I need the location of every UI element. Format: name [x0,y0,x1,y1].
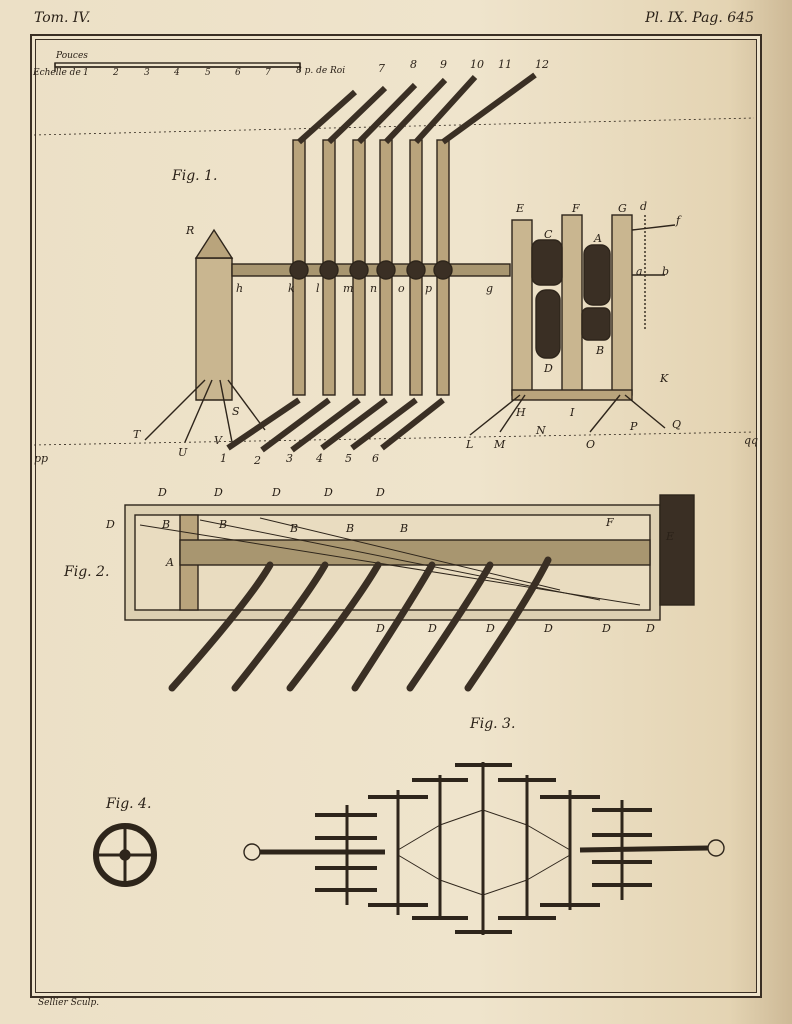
scale-tick: 2 [113,68,119,78]
tome-number: Tom. IV. [34,10,91,26]
fig2-letter: B [219,518,228,531]
scale-tick: 5 [205,68,211,78]
fig1-number: 8 [410,58,417,71]
scale-tick: 3 [144,68,150,78]
fig2-letter: D [602,622,611,635]
fig1-number: 3 [286,452,293,465]
fig1-letter: F [572,202,580,215]
fig1-number: 5 [345,452,352,465]
fig3-plan [243,762,725,935]
fig1-letter: b [662,265,670,278]
fig1-letter: m [343,282,354,295]
fig1-letter: Q [672,418,682,431]
scale-title: Pouces [56,51,88,61]
fig1-letter: H [516,406,526,419]
fig2-letter: E [666,530,675,543]
fig1-number: 7 [378,62,385,75]
fig2-frame [124,494,695,692]
fig2-letter: D [486,622,495,635]
fig2-letter: B [162,518,171,531]
fig1-letter: qq [744,434,759,447]
fig2-letter: D [106,518,115,531]
fig2-letter: B [346,522,355,535]
fig1-letter: C [544,228,553,241]
fig1-number: 6 [372,452,379,465]
fig2-letter: A [166,556,174,569]
fig1-letter: I [570,406,575,419]
fig1-letter: E [516,202,525,215]
engraver-credit: Sellier Sculp. [38,998,100,1008]
fig1-number: 1 [220,452,227,465]
fig1-letter: n [370,282,378,295]
plate-page-number: Pl. IX. Pag. 645 [645,10,754,26]
fig1-letter: L [466,438,474,451]
fig4-wheel [93,823,157,887]
scale-tick: 7 [265,68,271,78]
fig1-letter: g [486,282,494,295]
fig1-letter: B [596,344,605,357]
scale-end: 8 p. de Roi [296,66,346,76]
guide-line-top [33,117,755,136]
fig1-letter: l [316,282,320,295]
fig2-letter: F [606,516,614,529]
scale-tick: 1 [83,68,89,78]
fig2-letter: B [290,522,299,535]
fig1-letter: N [536,424,546,437]
fig3-title: Fig. 3. [470,716,516,732]
fig1-number: 9 [440,58,447,71]
fig2-letter: D [428,622,437,635]
fig1-number: 12 [535,58,549,71]
fig1-letter: R [186,224,195,237]
fig1-letter: h [236,282,244,295]
fig4-title: Fig. 4. [106,796,152,812]
fig1-letter: M [494,438,506,451]
fig1-letter: f [676,214,681,227]
fig1-letter: p [425,282,433,295]
scale-tick: 4 [174,68,180,78]
scale-bar [54,62,301,72]
fig1-number: 2 [254,454,261,467]
fig2-letter: D [376,622,385,635]
fig1-letter: V [214,434,222,447]
fig1-machine [144,72,676,453]
fig2-letter: D [376,486,385,499]
fig1-letter: U [178,446,188,459]
scale-tick: 6 [235,68,241,78]
fig1-letter: o [398,282,405,295]
plate-frame [30,34,762,998]
fig2-title: Fig. 2. [64,564,110,580]
fig2-letter: D [324,486,333,499]
fig1-letter: S [232,405,240,418]
fig1-title: Fig. 1. [172,168,218,184]
fig2-letter: D [544,622,553,635]
scale-label: Echelle de [33,68,81,78]
fig1-letter: A [594,232,602,245]
fig1-letter: O [586,438,596,451]
fig2-letter: D [646,622,655,635]
fig1-letter: pp [34,452,49,465]
fig1-letter: K [660,372,669,385]
fig2-letter: D [158,486,167,499]
fig1-letter: a [636,265,643,278]
fig1-letter: d [640,200,648,213]
fig1-letter: G [618,202,627,215]
fig2-letter: D [214,486,223,499]
fig1-letter: D [544,362,553,375]
fig1-letter: P [630,420,638,433]
fig1-letter: T [133,428,141,441]
fig2-letter: D [272,486,281,499]
fig2-letter: B [400,522,409,535]
fig1-letter: k [288,282,295,295]
fig1-number: 4 [316,452,323,465]
fig1-number: 11 [498,58,512,71]
fig1-number: 10 [470,58,484,71]
